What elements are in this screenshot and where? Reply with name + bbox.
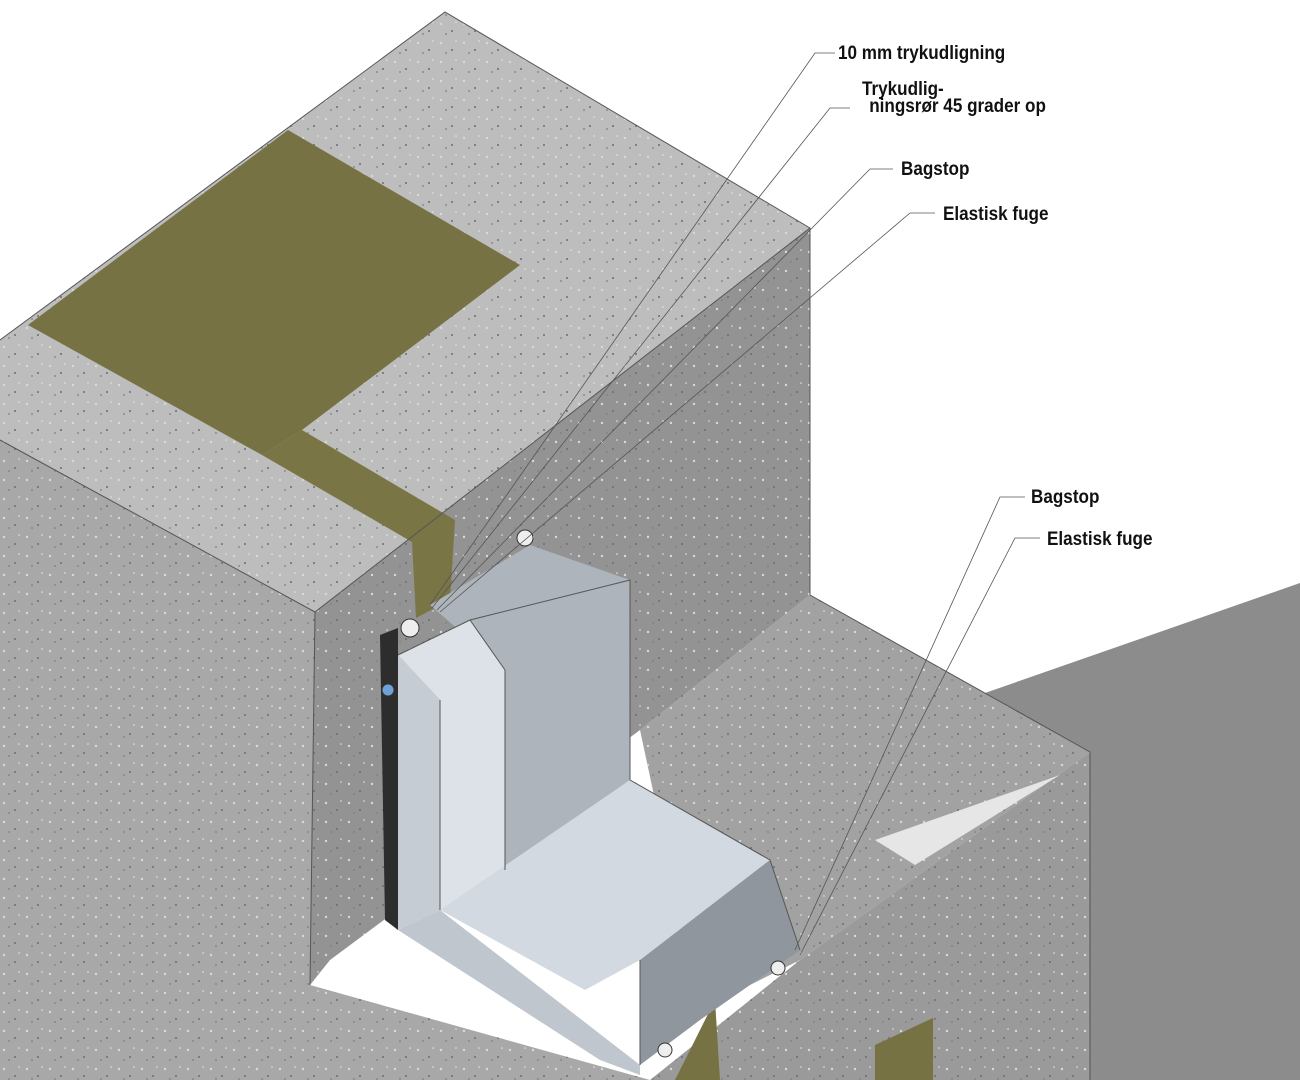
pressure-pipe-top: [400, 618, 420, 638]
label-pressure-pipe: Trykudlig- ningsrør 45 grader op: [862, 79, 1046, 118]
leader-lines: [429, 52, 1040, 956]
frame-dark-side: [380, 628, 398, 930]
insulation-top: [28, 130, 520, 455]
label-pressure-pipe-line1: Trykudlig-: [862, 79, 944, 100]
pressure-pipe-side: [381, 683, 395, 697]
pressure-pipe-bottom-left: [657, 1042, 673, 1058]
cast-shadow: [985, 583, 1300, 1080]
label-elastic-joint-top: Elastisk fuge: [943, 204, 1049, 225]
label-elastic-joint-bottom: Elastisk fuge: [1047, 529, 1153, 550]
insulation-lower: [675, 1000, 720, 1080]
label-backstop-top: Bagstop: [901, 159, 970, 180]
frame-vertical-front: [398, 655, 440, 930]
label-pressure-pipe-line2: ningsrør 45 grader op: [869, 96, 1046, 118]
insulation-strip: [262, 430, 455, 618]
frame-sill-end: [640, 860, 800, 1065]
frame-vertical-face: [398, 620, 505, 910]
light-patch: [875, 775, 1060, 865]
label-backstop-bottom: Bagstop: [1031, 487, 1100, 508]
frame-sill-top: [440, 780, 770, 990]
frame-sill-front: [398, 910, 640, 1075]
pressure-pipe-bottom: [770, 960, 786, 976]
insulation-lower-right: [875, 1018, 933, 1080]
aluminium-frame: [380, 529, 801, 1075]
pressure-pipe-top-right: [516, 529, 534, 547]
label-pressure-equalization: 10 mm trykudligning: [838, 43, 1006, 64]
frame-back-flange: [430, 545, 630, 870]
